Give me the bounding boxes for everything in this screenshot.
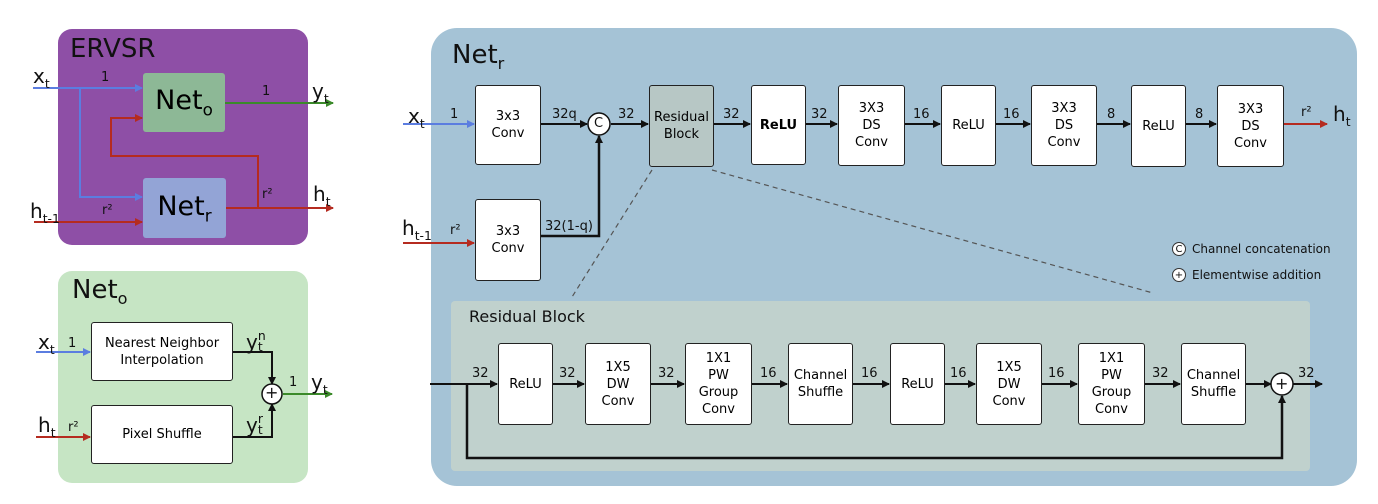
- ervsr-output-h: ht: [313, 182, 331, 209]
- net-o-edge-label-r2: r²: [68, 420, 79, 435]
- rb-edge-label: 32: [559, 366, 576, 381]
- rb-edge-label: 16: [861, 366, 878, 381]
- conv-3x3-top: 3x3 Conv: [475, 85, 541, 165]
- legend-addition: + Elementwise addition: [1172, 268, 1321, 282]
- net-r-connectors: [403, 112, 1328, 298]
- ervsr-connectors: [33, 84, 334, 226]
- net-r-edge-label: r²: [450, 223, 461, 238]
- net-r-edge-label: 32q: [552, 107, 577, 122]
- net-r-edge-label: 16: [1003, 107, 1020, 122]
- concat-legend-icon: C: [1172, 242, 1186, 256]
- net-r-edge-label: 16: [913, 107, 930, 122]
- net-r-edge-label: 8: [1195, 107, 1204, 122]
- nearest-neighbor-box: Nearest Neighbor Interpolation: [91, 322, 233, 381]
- net-r-block: Netr: [143, 178, 226, 238]
- ds-conv-3-box: 3X3 DS Conv: [1217, 85, 1284, 167]
- ds-conv-2-box: 3X3 DS Conv: [1031, 85, 1097, 166]
- ervsr-input-h: ht-1: [30, 199, 60, 226]
- net-r-edge-label: r²: [1301, 105, 1312, 120]
- net-o-edge-label-1b: 1: [289, 375, 298, 390]
- ervsr-edge-label-1a: 1: [101, 70, 110, 85]
- rb-relu-2: ReLU: [890, 343, 945, 425]
- rb-channel-shuffle-2: Channel Shuffle: [1181, 343, 1246, 425]
- rb-edge-label: 16: [950, 366, 967, 381]
- residual-block-title: Residual Block: [469, 307, 585, 326]
- net-o-input-x: xt: [38, 330, 55, 357]
- net-r-edge-label: 32(1-q): [545, 219, 593, 234]
- residual-block-box: Residual Block: [649, 85, 714, 167]
- rb-edge-label: 32: [1298, 366, 1315, 381]
- relu-1-box: ReLU: [751, 85, 806, 165]
- net-r-title: Netr: [452, 40, 505, 74]
- net-r-edge-label: 32: [618, 107, 635, 122]
- net-r-input-x: xt: [408, 104, 425, 131]
- relu-2-box: ReLU: [941, 85, 996, 166]
- ervsr-title: ERVSR: [70, 34, 156, 64]
- legend-label: Elementwise addition: [1192, 268, 1322, 282]
- rb-edge-label: 16: [760, 366, 777, 381]
- ervsr-edge-label-1b: 1: [262, 84, 271, 99]
- rb-edge-label: 16: [1048, 366, 1065, 381]
- rb-pw-group-conv-2: 1X1 PW Group Conv: [1078, 343, 1145, 425]
- legend-concatenation: C Channel concatenation: [1172, 242, 1331, 256]
- rb-relu-1: ReLU: [498, 343, 553, 425]
- rb-pw-group-conv-1: 1X1 PW Group Conv: [685, 343, 752, 425]
- plus-legend-icon: +: [1172, 268, 1186, 282]
- net-o-output-y: yt: [311, 370, 328, 397]
- net-r-edge-label: 8: [1107, 107, 1116, 122]
- conv-3x3-bottom: 3x3 Conv: [475, 199, 541, 281]
- rb-channel-shuffle-1: Channel Shuffle: [788, 343, 853, 425]
- net-r-edge-label: 32: [811, 107, 828, 122]
- rb-plus-symbol: +: [1275, 374, 1289, 393]
- concat-symbol: C: [594, 116, 604, 131]
- ervsr-output-y: yt: [312, 79, 329, 106]
- net-o-connectors: [36, 348, 333, 441]
- ds-conv-1-box: 3X3 DS Conv: [838, 85, 905, 166]
- net-r-edge-label: 1: [450, 107, 459, 122]
- net-o-input-h: ht: [38, 413, 56, 440]
- ervsr-input-x: xt: [33, 64, 50, 91]
- ervsr-edge-label-r2a: r²: [102, 203, 113, 218]
- rb-edge-label: 32: [472, 366, 489, 381]
- net-r-edge-label: 32: [723, 107, 740, 122]
- rb-edge-label: 32: [658, 366, 675, 381]
- rb-edge-label: 32: [1152, 366, 1169, 381]
- rb-dw-conv-1: 1X5 DW Conv: [585, 343, 651, 425]
- relu-3-box: ReLU: [1131, 85, 1186, 167]
- pixel-shuffle-box: Pixel Shuffle: [91, 405, 233, 464]
- legend-label: Channel concatenation: [1192, 242, 1331, 256]
- net-o-block: Neto: [143, 73, 225, 132]
- net-o-edge-label-1a: 1: [68, 336, 77, 351]
- net-r-output-h: ht: [1333, 102, 1351, 129]
- net-o-plus-symbol: +: [265, 383, 279, 402]
- net-r-input-h: ht-1: [402, 216, 432, 243]
- ervsr-edge-label-r2b: r²: [262, 187, 273, 202]
- residual-block-connectors: [430, 372, 1323, 460]
- rb-dw-conv-2: 1X5 DW Conv: [976, 343, 1042, 425]
- net-o-title: Neto: [72, 275, 128, 309]
